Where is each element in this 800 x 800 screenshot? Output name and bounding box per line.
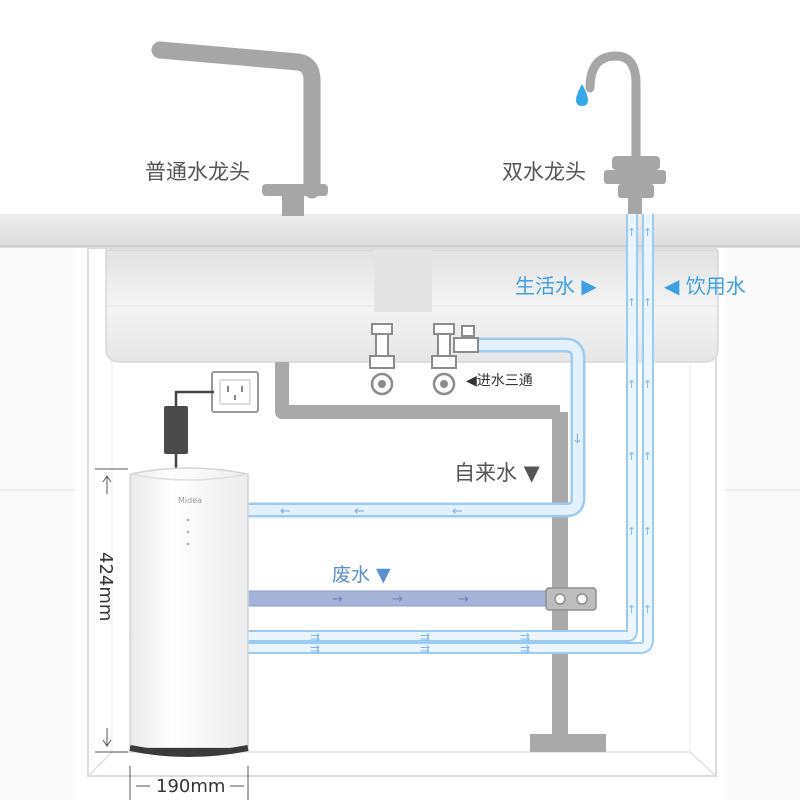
pure-water-lines: ⇉ ⇉ ⇉ ⇉ ⇉ ⇉ ↑ ↑ ↑ ↑ ↑ ↑ ↑ ↑ ↑ ↑ ↑ ↑: [248, 214, 654, 656]
waste-clamp-bolt: [554, 593, 566, 605]
power-adapter-icon: [164, 406, 188, 454]
flow-arrow-icon: ↑: [627, 603, 636, 616]
right-wall-panel: [725, 248, 800, 800]
flow-arrow-icon: ↓: [572, 432, 583, 447]
cabinet-floor-edge: [87, 751, 717, 777]
flow-arrow-icon: ↑: [643, 296, 652, 309]
dim-arrow-up: [102, 475, 112, 483]
power-cable-top: [174, 390, 214, 408]
tap-water-pipe: ↓ ← ← ←: [248, 337, 586, 519]
valve-knob-center: [378, 380, 386, 388]
waste-clamp: [545, 587, 597, 611]
purifier-body: [129, 467, 249, 749]
valve-stem: [375, 333, 389, 357]
dual-faucet-label: 双水龙头: [502, 160, 586, 184]
tap-water-pipe-inner: [248, 340, 583, 515]
sink-basin: [105, 249, 719, 363]
flow-arrow-icon: →: [392, 592, 403, 607]
waste-pipe-body: [247, 590, 559, 607]
water-purifier: Midea: [129, 467, 249, 757]
flow-arrow-icon: ↑: [627, 226, 636, 239]
angle-valves: [369, 323, 479, 396]
dual-faucet-handles: [604, 170, 666, 184]
normal-faucet-label: 普通水龙头: [145, 160, 250, 184]
valve-cap: [433, 323, 455, 335]
dual-faucet-stem: [628, 198, 642, 214]
inlet-tee-handle: [461, 325, 475, 337]
dim-arrow-down: [102, 739, 112, 747]
normal-faucet-base: [262, 184, 328, 196]
dual-faucet-body: [612, 156, 660, 170]
valve-body: [431, 355, 457, 369]
flow-arrow-icon: ↑: [627, 450, 636, 463]
power-socket-icon: [211, 371, 259, 413]
flow-arrow-icon: ⇉: [420, 642, 430, 656]
pure-water-line-inner: [248, 214, 636, 640]
countertop: [0, 214, 800, 248]
angle-valve-left: [369, 323, 395, 396]
socket-face: [219, 379, 251, 405]
normal-faucet-stem: [282, 196, 304, 216]
inlet-tee-fitting: [453, 337, 479, 353]
valve-stem: [437, 333, 451, 357]
flow-arrow-icon: ←: [280, 504, 291, 519]
flow-arrow-icon: ⇉: [520, 642, 530, 656]
flow-arrow-icon: ↑: [643, 378, 652, 391]
valve-knob-center: [440, 380, 448, 388]
flow-arrow-icon: ↑: [627, 296, 636, 309]
valve-body: [369, 355, 395, 369]
waste-water-pipe: → → →: [247, 587, 597, 611]
flow-arrow-icon: ↑: [643, 226, 652, 239]
flow-arrow-icon: ⇉: [520, 630, 530, 644]
flow-arrow-icon: ↑: [627, 378, 636, 391]
tap-water-label: 自来水 ▼: [454, 461, 541, 485]
normal-faucet-spout: [151, 41, 321, 199]
power-supply: [164, 371, 259, 472]
countertop-slab: [0, 214, 800, 248]
purifier-top-edge: [129, 473, 249, 481]
flow-arrow-icon: ⇉: [310, 642, 320, 656]
brand-logo: Midea: [178, 496, 202, 505]
pure-water-line-inner: [248, 214, 652, 652]
domestic-water-label: 生活水 ▶: [515, 274, 597, 298]
drain-pipe-foot: [530, 734, 606, 752]
flow-arrow-icon: ⇉: [310, 630, 320, 644]
left-wall-panel: [0, 248, 75, 800]
inlet-tee-label: ◀进水三通: [466, 373, 533, 389]
valve-cap: [371, 323, 393, 335]
drinking-water-label: ◀ 饮用水: [664, 274, 746, 298]
flow-arrow-icon: →: [332, 592, 343, 607]
purifier-base: [129, 745, 249, 757]
width-dimension-label: 190mm: [156, 776, 225, 797]
flow-arrow-icon: ↑: [643, 450, 652, 463]
status-indicator: [186, 542, 190, 546]
flow-arrow-icon: ⇉: [420, 630, 430, 644]
height-dimension-label: 424mm: [95, 552, 116, 621]
sink-drain-housing: [374, 250, 432, 312]
flow-arrow-icon: →: [458, 592, 469, 607]
water-drop-icon: [576, 84, 588, 106]
flow-arrow-icon: ↑: [643, 603, 652, 616]
dual-faucet-base: [618, 184, 654, 198]
status-indicator: [186, 530, 190, 534]
status-indicator: [186, 518, 190, 522]
waste-clamp-bolt: [576, 593, 588, 605]
angle-valve-right: [431, 323, 479, 396]
dimensions: [95, 468, 249, 800]
flow-arrow-icon: ←: [452, 504, 463, 519]
drain-pipes: [275, 362, 568, 740]
flow-arrow-icon: ↑: [643, 525, 652, 538]
flow-arrow-icon: ↑: [627, 525, 636, 538]
flow-arrow-icon: ←: [354, 504, 365, 519]
dual-faucet: [576, 51, 666, 214]
labels: 普通水龙头 双水龙头 生活水 ▶ ◀ 饮用水 ◀进水三通 自来水 ▼ 废水 ▼ …: [95, 160, 746, 797]
drain-pipe-horizontal: [275, 362, 560, 419]
dual-faucet-spout: [585, 51, 641, 165]
normal-faucet: [151, 41, 328, 216]
waste-water-label: 废水 ▼: [332, 564, 391, 586]
